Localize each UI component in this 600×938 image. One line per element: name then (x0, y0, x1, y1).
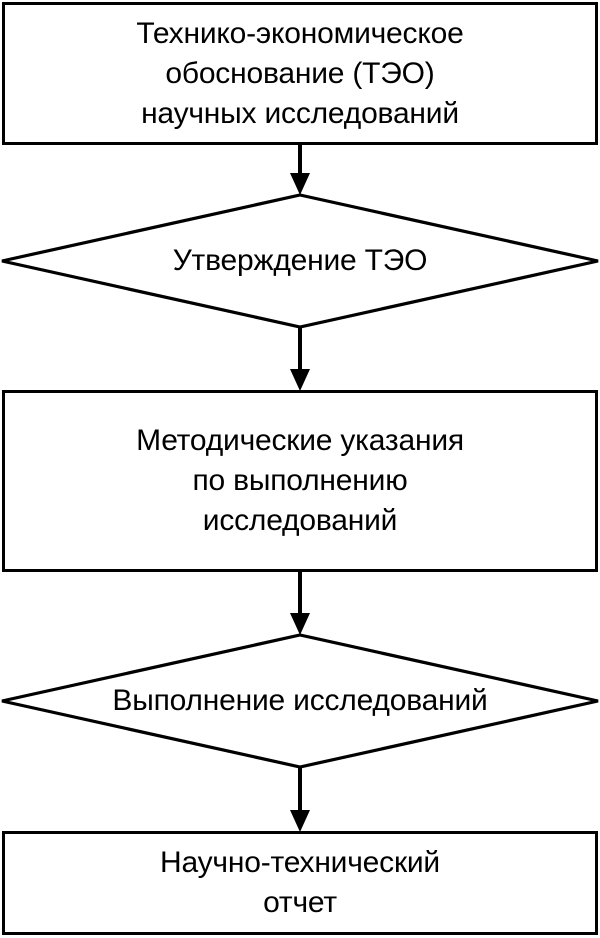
decision-node-research-execution[interactable]: Выполнение исследований (0, 633, 600, 769)
decision-node-teo-approval[interactable]: Утверждение ТЭО (0, 193, 600, 329)
process-node-methodical-guidelines[interactable]: Методические указания по выполнению иссл… (2, 390, 598, 572)
connector-arrow-3 (288, 572, 312, 635)
connector-arrow-2 (288, 325, 312, 391)
node-label-4: Выполнение исследований (112, 684, 488, 717)
process-node-teo-justification[interactable]: Технико-экономическое обоснование (ТЭО) … (2, 2, 598, 145)
connector-arrow-4 (288, 765, 312, 832)
connector-arrow-1 (288, 143, 312, 195)
node-label-5: Научно-технический отчет (160, 846, 440, 919)
node-label-3: Методические указания по выполнению иссл… (136, 424, 464, 537)
process-node-scientific-technical-report[interactable]: Научно-технический отчет (2, 831, 598, 935)
node-label-2: Утверждение ТЭО (172, 244, 428, 277)
node-label-1: Технико-экономическое обоснование (ТЭО) … (136, 16, 464, 130)
